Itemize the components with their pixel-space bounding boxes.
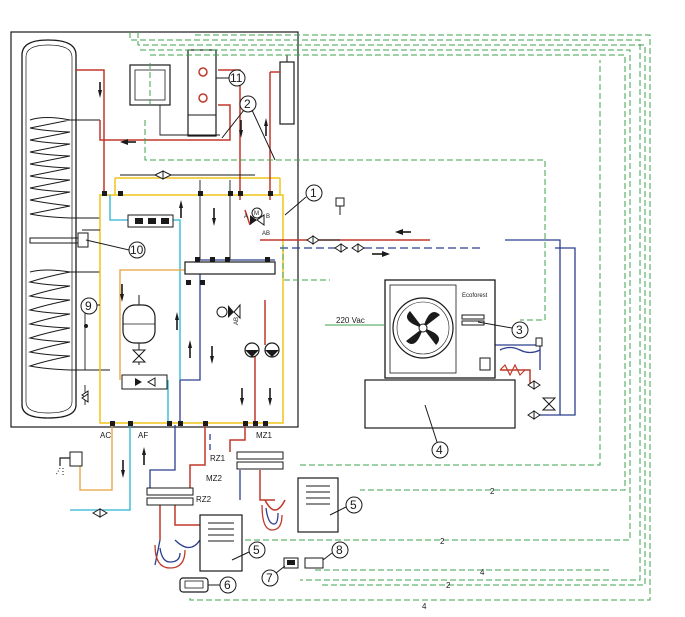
valve-a-label: A xyxy=(244,214,248,220)
valve2-ab-label: AB xyxy=(234,317,240,325)
radiator-zone2 xyxy=(199,514,243,572)
dhw-tank xyxy=(21,39,77,419)
callout-8: 8 xyxy=(322,541,349,561)
svg-text:5: 5 xyxy=(350,498,357,512)
mz2-label: MZ2 xyxy=(206,474,223,483)
cable-tag-3: 2 xyxy=(446,581,451,590)
lower-coil xyxy=(28,269,110,371)
outdoor-base-support xyxy=(364,379,516,429)
callout-10: 10 xyxy=(85,239,146,259)
cable-tag-4: 4 xyxy=(480,568,485,577)
callout-6: 6 xyxy=(208,576,237,594)
upper-coil xyxy=(29,117,100,219)
buffer-component xyxy=(187,49,217,137)
floor-heating-coil-2 xyxy=(154,544,186,569)
valve-ab-label: AB xyxy=(262,231,270,237)
pump-group xyxy=(121,374,168,390)
indoor-unit-casing xyxy=(10,31,299,428)
power-label: 220 Vac xyxy=(336,316,365,325)
collector-zone2 xyxy=(146,487,194,506)
valve-m-label: M xyxy=(254,211,259,217)
svg-text:8: 8 xyxy=(336,543,343,557)
separator-vessel xyxy=(279,55,295,125)
svg-text:11: 11 xyxy=(230,71,243,85)
callout-2: 2 xyxy=(221,95,276,161)
svg-text:3: 3 xyxy=(516,323,523,337)
outdoor-heat-pump: Ecoforest xyxy=(384,279,496,379)
cable-tag-1: 2 xyxy=(490,487,495,496)
svg-text:4: 4 xyxy=(436,443,443,457)
svg-text:1: 1 xyxy=(310,186,317,200)
flow-arrows xyxy=(98,82,411,478)
tank-heater-rod xyxy=(29,232,89,248)
valve-b-label: B xyxy=(266,214,270,220)
floor-heating-coil-1 xyxy=(261,504,283,531)
air-vent xyxy=(335,197,543,347)
callout-5-upper: 5 xyxy=(329,496,363,516)
callout-7: 7 xyxy=(261,565,286,587)
callout-3: 3 xyxy=(477,321,529,339)
collector-zone1 xyxy=(236,451,284,470)
cable-tag-2: 2 xyxy=(440,537,445,546)
three-way-valve-secondary: AB xyxy=(216,303,241,325)
callout-4: 4 xyxy=(424,404,449,459)
manifold xyxy=(127,214,276,275)
room-thermostat xyxy=(179,577,209,593)
callout-11: 11 xyxy=(216,69,246,87)
expansion-vessel xyxy=(122,295,156,365)
callout-5-lower: 5 xyxy=(231,541,266,561)
svg-text:2: 2 xyxy=(244,97,251,111)
svg-text:7: 7 xyxy=(266,571,273,585)
domestic-supply-pipes xyxy=(79,269,185,491)
rz2-label: RZ2 xyxy=(196,495,212,504)
hydraulic-module-frame xyxy=(99,177,284,424)
outdoor-heater-coil xyxy=(499,363,526,377)
svg-text:10: 10 xyxy=(130,243,144,257)
outdoor-sensor xyxy=(283,557,299,569)
connection-points xyxy=(102,191,273,426)
callout-9: 9 xyxy=(80,297,98,328)
svg-text:9: 9 xyxy=(85,299,92,313)
svg-text:5: 5 xyxy=(253,543,260,557)
cable-tag-5: 4 xyxy=(422,602,427,611)
electrical-wiring xyxy=(129,32,651,601)
radiator-zone1 xyxy=(297,477,339,533)
circulation-pumps xyxy=(244,342,280,358)
mz1-label: MZ1 xyxy=(256,431,273,440)
af-label: AF xyxy=(138,431,148,440)
shutoff-valves xyxy=(81,170,557,518)
accessory-module xyxy=(304,557,324,569)
brand-label: Ecoforest xyxy=(462,293,488,299)
ac-label: AC xyxy=(100,431,111,440)
rz1-label: RZ1 xyxy=(210,454,226,463)
three-way-valve-main: M A B AB xyxy=(244,207,270,237)
faucet xyxy=(55,451,83,476)
callout-1: 1 xyxy=(284,184,323,216)
svg-text:6: 6 xyxy=(224,578,231,592)
